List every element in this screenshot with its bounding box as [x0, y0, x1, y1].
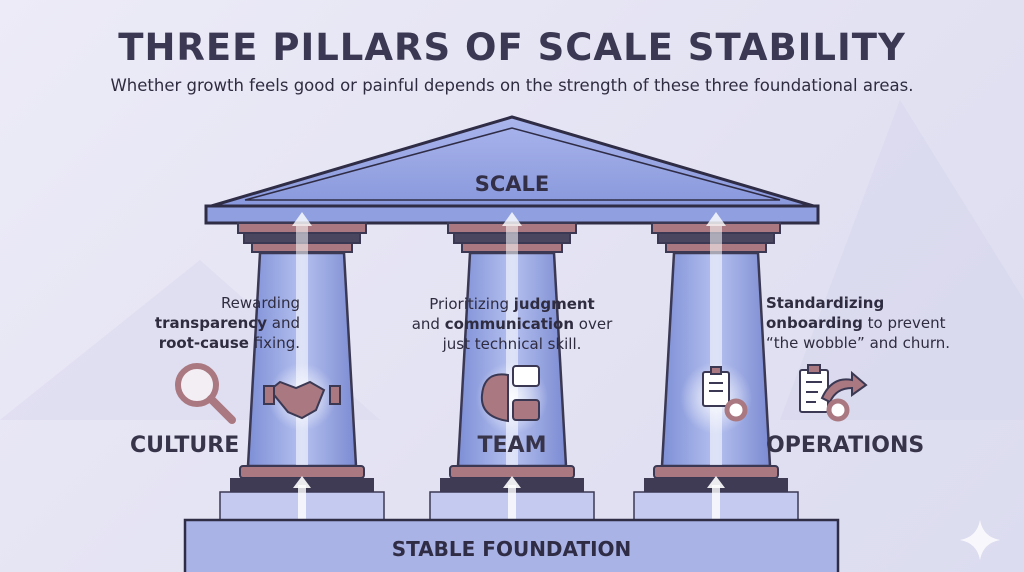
sparkle-icon — [960, 520, 1000, 560]
pillar-operations — [633, 212, 799, 521]
subtitle: Whether growth feels good or painful dep… — [110, 76, 914, 95]
roof-label: SCALE — [474, 172, 550, 196]
foundation-label: STABLE FOUNDATION — [391, 537, 632, 561]
pillar-team — [429, 212, 595, 521]
culture-label: CULTURE — [130, 433, 240, 458]
team-description: Prioritizing judgment and communication … — [411, 295, 613, 353]
roof — [204, 115, 820, 225]
culture-description: Rewarding transparency and root-cause fi… — [154, 294, 300, 352]
page-title: THREE PILLARS OF SCALE STABILITY — [118, 26, 906, 69]
foundation-slab — [183, 518, 840, 572]
operations-description: Standardizing onboarding to prevent “the… — [766, 294, 951, 352]
team-label: TEAM — [477, 433, 547, 458]
operations-label: OPERATIONS — [766, 433, 925, 458]
